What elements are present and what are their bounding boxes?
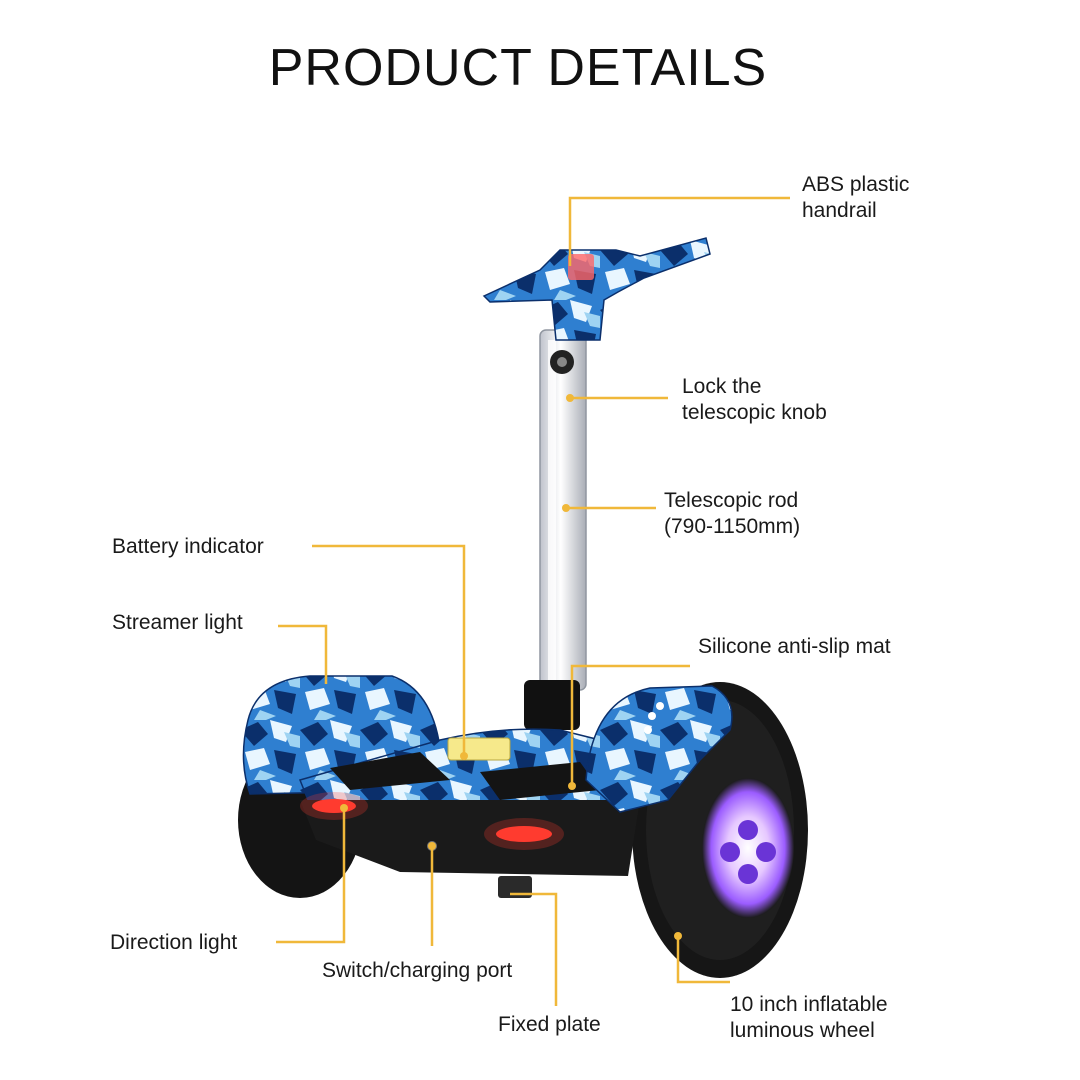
- label-switch-port: Switch/charging port: [322, 959, 513, 982]
- label-lock-knob-line1: Lock the: [682, 375, 762, 398]
- leader-streamer-light: [278, 624, 328, 684]
- leader-fixed-plate: [510, 892, 558, 1006]
- leader-lines: [276, 196, 790, 1006]
- page-title: PRODUCT DETAILS: [268, 39, 768, 97]
- label-lock-knob: Lock the telescopic knob: [682, 374, 827, 426]
- telescopic-rod: [524, 329, 587, 730]
- label-lock-knob-line2: telescopic knob: [682, 401, 827, 424]
- label-abs-handrail-line2: handrail: [802, 199, 877, 222]
- label-abs-handrail: ABS plastic handrail: [802, 172, 909, 224]
- abs-handrail: [482, 237, 711, 341]
- leader-battery-indicator: [312, 544, 466, 756]
- label-telescopic-rod-line1: Telescopic rod: [664, 489, 799, 512]
- leader-silicone-mat: [570, 664, 690, 786]
- right-fender: [585, 685, 733, 813]
- label-telescopic-rod-line2: (790-1150mm): [664, 515, 801, 538]
- label-streamer-light: Streamer light: [112, 611, 243, 634]
- label-telescopic-rod: Telescopic rod (790-1150mm): [664, 488, 800, 540]
- label-battery-indicator: Battery indicator: [112, 535, 264, 558]
- label-wheel-line2: luminous wheel: [730, 1019, 875, 1042]
- leader-dots: [340, 394, 682, 940]
- direction-lights: [300, 792, 564, 850]
- leader-wheel: [676, 936, 730, 984]
- label-wheel-line1: 10 inch inflatable: [730, 993, 888, 1016]
- label-wheel: 10 inch inflatable luminous wheel: [730, 992, 888, 1044]
- leader-abs-handrail: [568, 196, 790, 266]
- label-fixed-plate: Fixed plate: [498, 1013, 601, 1036]
- leader-direction-light: [276, 808, 346, 944]
- label-silicone-mat: Silicone anti-slip mat: [698, 635, 891, 658]
- label-abs-handrail-line1: ABS plastic: [802, 173, 910, 196]
- label-direction-light: Direction light: [110, 931, 238, 954]
